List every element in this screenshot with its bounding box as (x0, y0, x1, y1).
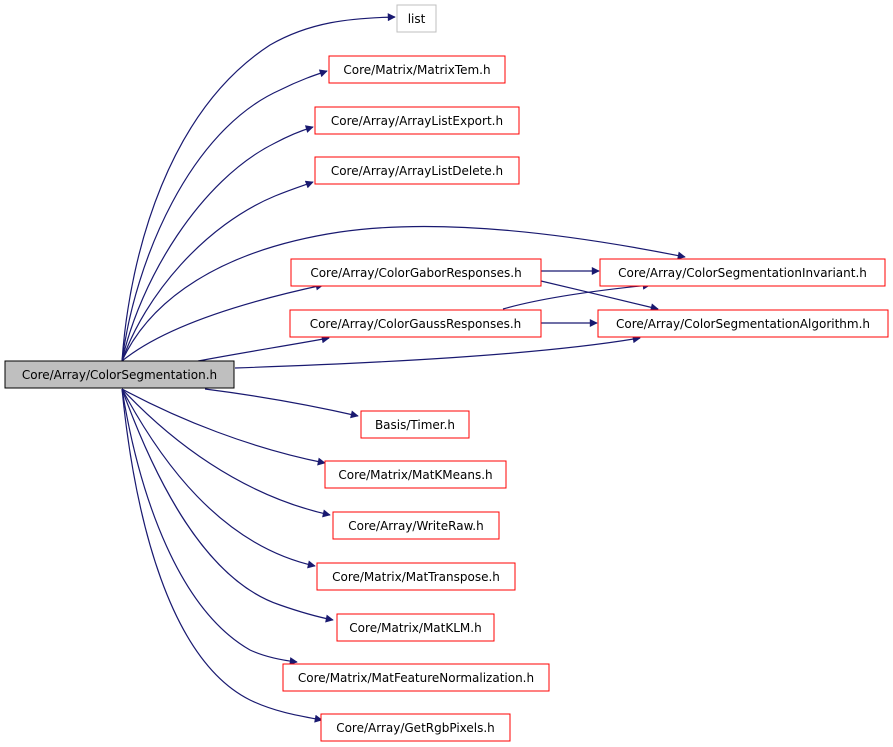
edge-root-to-colorgauss (197, 335, 330, 362)
node-label-list: list (408, 12, 426, 26)
node-label-colorgauss: Core/Array/ColorGaussResponses.h (310, 317, 522, 331)
node-matrixtem[interactable]: Core/Matrix/MatrixTem.h (328, 55, 506, 84)
edge-colorgabor-to-segalgorithm (540, 280, 659, 312)
node-segalgorithm[interactable]: Core/Array/ColorSegmentationAlgorithm.h (597, 309, 889, 338)
edge-root-to-writeraw (121, 388, 331, 518)
node-arraylistexport[interactable]: Core/Array/ArrayListExport.h (314, 106, 520, 135)
node-label-root: Core/Array/ColorSegmentation.h (22, 368, 217, 382)
edge-root-to-seginvariant (121, 225, 686, 362)
node-timer[interactable]: Basis/Timer.h (360, 410, 470, 439)
node-colorgabor[interactable]: Core/Array/ColorGaborResponses.h (290, 258, 542, 287)
edges (121, 13, 686, 723)
node-seginvariant[interactable]: Core/Array/ColorSegmentationInvariant.h (599, 258, 886, 287)
node-label-segalgorithm: Core/Array/ColorSegmentationAlgorithm.h (616, 317, 870, 331)
node-label-matfeaturenorm: Core/Matrix/MatFeatureNormalization.h (298, 671, 534, 685)
edge-root-to-segalgorithm (234, 335, 641, 369)
node-mattranspose[interactable]: Core/Matrix/MatTranspose.h (316, 562, 516, 591)
node-getrgbpixels[interactable]: Core/Array/GetRgbPixels.h (320, 713, 511, 742)
node-colorgauss[interactable]: Core/Array/ColorGaussResponses.h (289, 309, 542, 338)
node-label-arraylistdelete: Core/Array/ArrayListDelete.h (331, 164, 503, 178)
edge-root-to-colorgabor (121, 282, 324, 362)
node-label-matkmeans: Core/Matrix/MatKMeans.h (338, 468, 492, 482)
node-label-arraylistexport: Core/Array/ArrayListExport.h (331, 114, 503, 128)
edge-root-to-matfeaturenorm (121, 388, 298, 666)
node-matklm[interactable]: Core/Matrix/MatKLM.h (336, 613, 495, 642)
node-label-matrixtem: Core/Matrix/MatrixTem.h (343, 63, 490, 77)
edge-root-to-matklm (121, 388, 334, 623)
node-label-seginvariant: Core/Array/ColorSegmentationInvariant.h (618, 266, 867, 280)
edge-root-to-matrixtem (121, 69, 328, 362)
node-arraylistdelete[interactable]: Core/Array/ArrayListDelete.h (314, 156, 520, 185)
node-label-matklm: Core/Matrix/MatKLM.h (349, 621, 481, 635)
node-matkmeans[interactable]: Core/Matrix/MatKMeans.h (324, 460, 507, 489)
edge-root-to-getrgbpixels (121, 388, 323, 723)
edge-root-to-list (121, 13, 396, 362)
node-root[interactable]: Core/Array/ColorSegmentation.h (4, 360, 235, 389)
edge-root-to-arraylistexport (121, 125, 314, 362)
node-writeraw[interactable]: Core/Array/WriteRaw.h (332, 511, 500, 540)
node-list[interactable]: list (396, 4, 437, 33)
node-matfeaturenorm[interactable]: Core/Matrix/MatFeatureNormalization.h (282, 663, 550, 692)
node-label-writeraw: Core/Array/WriteRaw.h (348, 519, 483, 533)
edge-colorgauss-to-seginvariant (502, 281, 651, 310)
node-label-timer: Basis/Timer.h (375, 418, 455, 432)
edge-root-to-matkmeans (121, 388, 326, 466)
edge-root-to-timer (204, 388, 359, 419)
node-label-colorgabor: Core/Array/ColorGaborResponses.h (310, 266, 521, 280)
edge-root-to-mattranspose (121, 388, 316, 569)
node-label-mattranspose: Core/Matrix/MatTranspose.h (332, 570, 500, 584)
edge-root-to-arraylistdelete (121, 180, 314, 362)
node-label-getrgbpixels: Core/Array/GetRgbPixels.h (336, 721, 495, 735)
